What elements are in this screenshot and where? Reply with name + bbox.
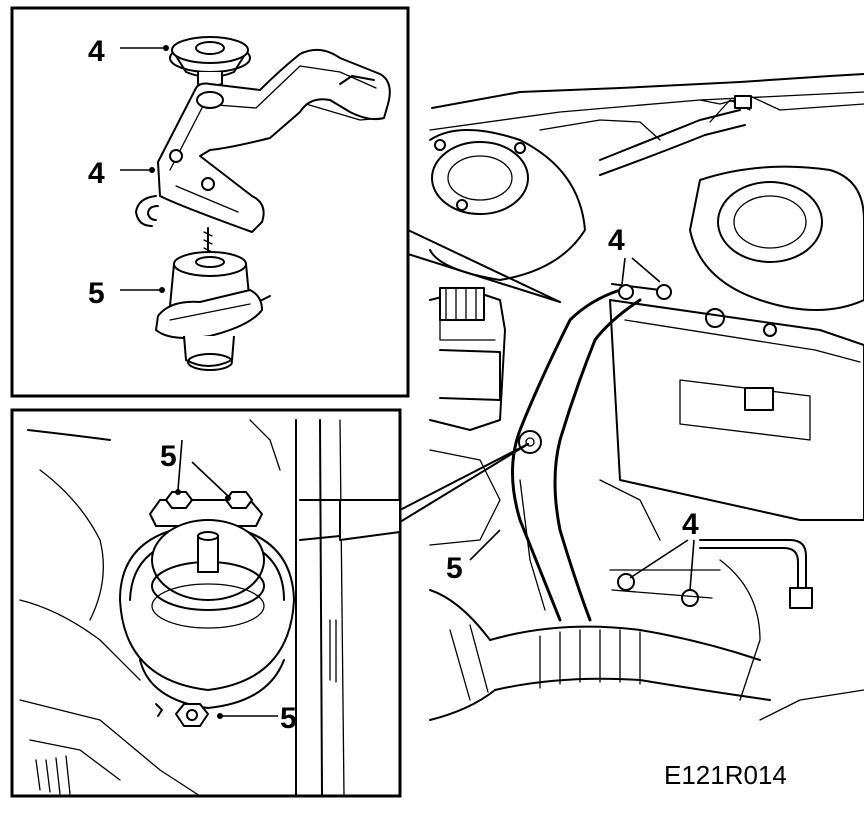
figure-id: E121R014 xyxy=(664,760,787,790)
bottom-label-5-upper: 5 xyxy=(160,440,177,473)
torque-arm xyxy=(511,283,672,622)
main-label-5: 5 xyxy=(446,552,463,585)
strut-tower-right xyxy=(689,165,864,311)
top-label-5: 5 xyxy=(88,277,105,310)
left-assembly xyxy=(429,287,506,431)
bottom-inset: 5 5 xyxy=(10,408,402,798)
top-label-4-upper: 4 xyxy=(88,35,105,68)
engine-mount-detail xyxy=(119,519,295,709)
main-callout-5: 5 xyxy=(446,529,501,585)
rocker-cover xyxy=(609,299,864,521)
engine-bay-view xyxy=(429,73,864,721)
main-label-4-lower: 4 xyxy=(682,508,699,541)
main-label-4-upper: 4 xyxy=(608,224,625,257)
main-callout-4-upper: 4 xyxy=(608,224,661,285)
strut-tower-left xyxy=(429,129,586,281)
top-inset: 4 4 5 xyxy=(10,6,410,398)
engine-mount xyxy=(155,227,271,371)
bottom-label-5-lower: 5 xyxy=(280,702,297,735)
top-label-4-lower: 4 xyxy=(88,157,105,190)
main-callout-4-lower: 4 xyxy=(629,508,699,591)
torque-arm-bracket xyxy=(135,48,391,233)
intake-hose xyxy=(429,589,771,721)
zoom-lines xyxy=(399,229,561,523)
